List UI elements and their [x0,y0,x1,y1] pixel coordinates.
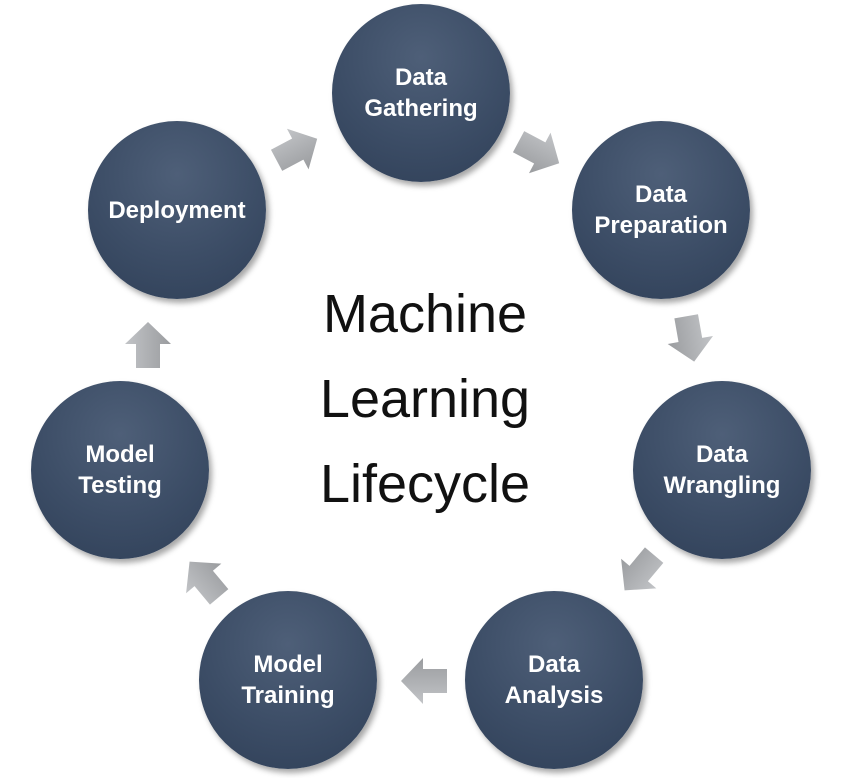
stage-label: Data [695,441,748,468]
stage-label: Model [253,651,323,678]
center-title: Machine Learning Lifecycle [215,272,635,527]
stage-label: Gathering [364,95,478,122]
title-line: Machine [322,284,528,344]
arrow-icon [401,658,447,704]
arrow-icon [186,561,229,605]
stage-label: Data [394,64,448,91]
title-line: Lifecycle [319,454,531,514]
stage-label: Data [634,181,688,208]
arrow-icon [667,314,713,362]
stage-label: Preparation [594,212,728,239]
arrow-icon [512,131,560,174]
stage-label: Analysis [504,682,604,709]
arrow-icon [270,128,318,171]
arrow-icon [125,322,171,368]
stage-label: Model [85,441,155,468]
arrow-icon [621,547,664,591]
stage-label: Testing [78,472,162,499]
stage-label: Wrangling [663,472,781,499]
stage-deployment: Deployment [88,121,266,299]
stage-label: Deployment [108,196,246,224]
stage-label: Training [241,682,335,709]
stage-label: Data [527,651,581,678]
title-line: Learning [319,369,531,429]
